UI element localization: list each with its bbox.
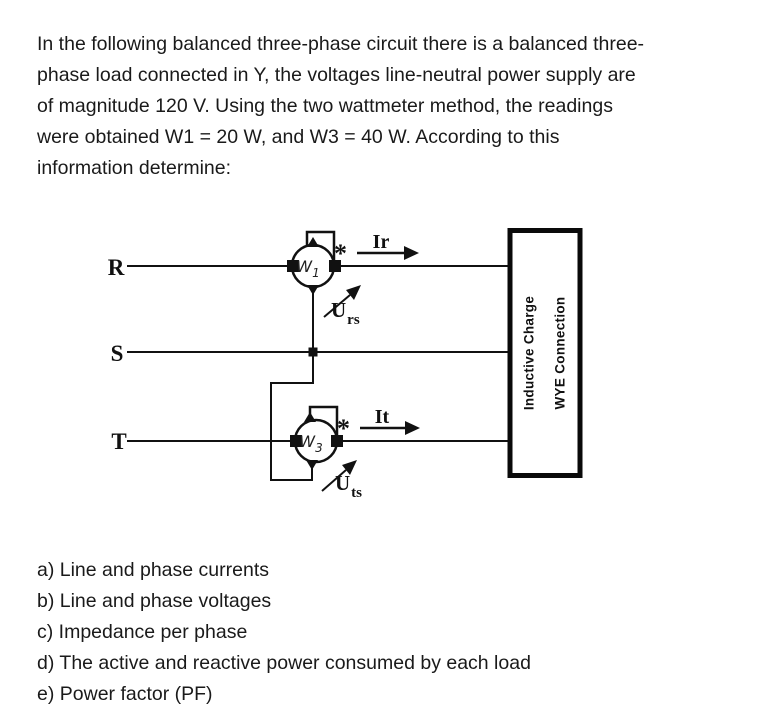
uts-subscript: ts (351, 485, 362, 501)
current-label-it: It (375, 406, 390, 428)
statement-line: information determine: (37, 157, 232, 179)
problem-statement: In the following balanced three-phase ci… (37, 29, 644, 184)
statement-line: were obtained W1 = 20 W, and W3 = 40 W. … (37, 126, 560, 148)
w1-star-mark: * (334, 239, 347, 268)
w3-symbol: W (299, 432, 316, 451)
w1-label: W1 (296, 257, 319, 280)
urs-symbol: U (331, 298, 346, 322)
w1-subscript: 1 (312, 266, 320, 280)
w3-star-mark: * (337, 414, 350, 443)
w3-top-terminal (304, 412, 316, 422)
phase-label-t: T (111, 429, 126, 454)
ir-arrow-head (404, 246, 419, 260)
urs-arrow-shaft (323, 294, 351, 318)
uts-arrow-head (342, 460, 357, 475)
w3-right-terminal (331, 435, 343, 447)
uts-arrow-shaft (321, 469, 347, 492)
w1-bottom-terminal (307, 285, 319, 295)
w1-coil-loop (305, 230, 336, 260)
urs-arrow-head (346, 285, 361, 300)
w1-symbol: W (296, 257, 313, 276)
w1-top-terminal (307, 237, 319, 247)
urs-subscript: rs (347, 312, 360, 328)
w1-left-terminal (287, 260, 299, 272)
load-label-type: Inductive Charge (522, 296, 537, 411)
uts-label: Uts (335, 471, 362, 501)
load-box (507, 228, 583, 478)
it-arrow-head (405, 421, 420, 435)
w3-label: W3 (299, 432, 322, 455)
question-item-d: d) The active and reactive power consume… (37, 652, 531, 674)
question-item-e: e) Power factor (PF) (37, 683, 213, 705)
question-item-c: c) Impedance per phase (37, 621, 248, 643)
load-label-connection: WYE Connection (553, 297, 568, 410)
current-label-ir: Ir (373, 231, 390, 253)
w1-right-terminal (329, 260, 341, 272)
phase-label-r: R (108, 255, 125, 280)
statement-line: of magnitude 120 V. Using the two wattme… (37, 95, 613, 117)
uts-symbol: U (335, 471, 350, 495)
w3-bottom-terminal (306, 460, 318, 470)
w3-left-terminal (290, 435, 302, 447)
statement-line: In the following balanced three-phase ci… (37, 33, 645, 55)
urs-label: Urs (331, 298, 360, 328)
w3-voltage-wire (270, 352, 314, 481)
question-item-b: b) Line and phase voltages (37, 590, 272, 612)
phase-label-s: S (111, 341, 124, 366)
circuit-diagram: W1 * W3 * R S T Ir It Urs Uts Ind (108, 228, 583, 501)
s-line-junction (308, 347, 318, 357)
question-list: a) Line and phase currents b) Line and p… (37, 555, 531, 710)
question-item-a: a) Line and phase currents (37, 559, 269, 581)
w3-subscript: 3 (315, 441, 323, 455)
statement-line: phase load connected in Y, the voltages … (37, 64, 636, 86)
